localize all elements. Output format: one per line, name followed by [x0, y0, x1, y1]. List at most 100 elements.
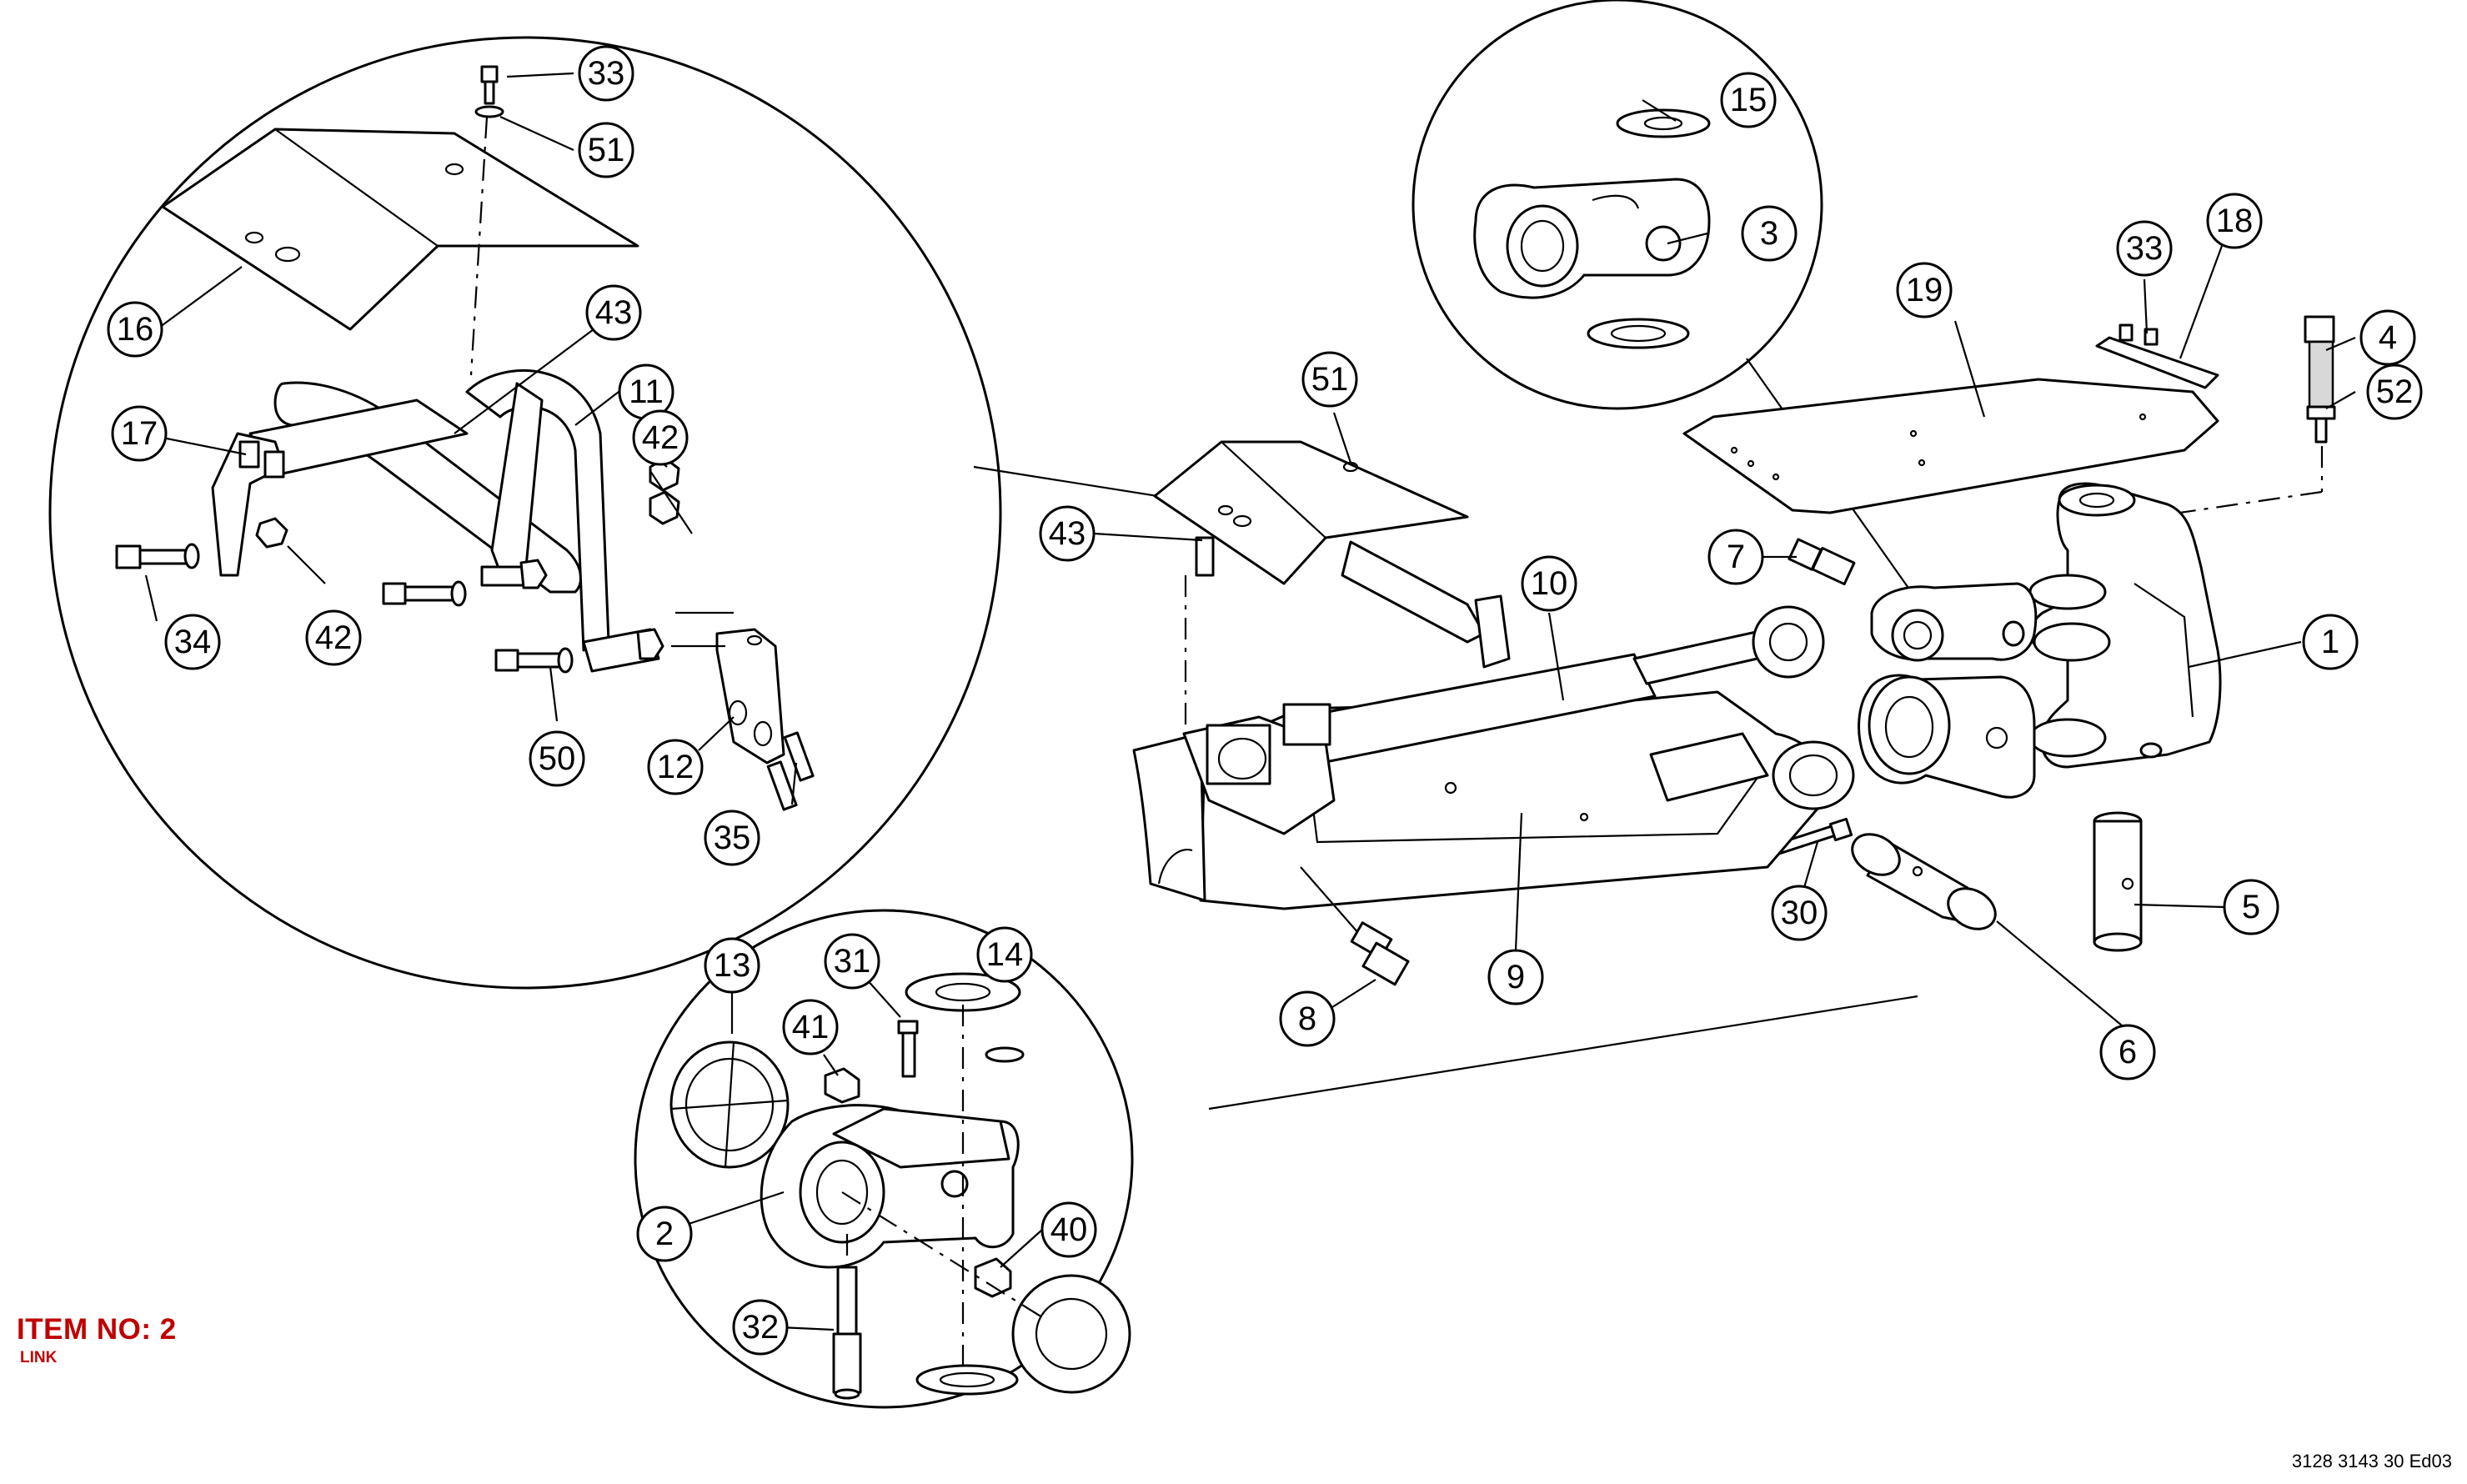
svg-text:34: 34 [174, 624, 212, 660]
svg-text:41: 41 [792, 1009, 830, 1045]
fitting-7 [1788, 538, 1856, 586]
callout-33-guard: 33 [578, 45, 634, 102]
callout-4: 4 [2359, 309, 2416, 366]
callout-31: 31 [824, 933, 880, 990]
washer-bottom-clevis [1587, 318, 1690, 349]
svg-text:6: 6 [2119, 1034, 2137, 1070]
pin-5 [2093, 811, 2143, 952]
detail-connector-link [1208, 995, 1918, 1110]
callout-34: 34 [164, 614, 221, 670]
callout-52: 52 [2366, 363, 2423, 420]
callout-17: 17 [111, 405, 168, 462]
guard-bracket-17 [211, 432, 285, 577]
guard-dash-axis [469, 116, 489, 376]
svg-text:31: 31 [834, 943, 871, 980]
item-number-heading: ITEM NO: 2 [17, 1313, 177, 1346]
callout-14: 14 [976, 926, 1033, 983]
svg-text:33: 33 [588, 55, 625, 92]
svg-text:10: 10 [1531, 565, 1568, 602]
plate-19 [1682, 378, 2219, 514]
washer-bottom-link [1011, 1274, 1131, 1394]
bolt-50 [494, 628, 664, 674]
bolts-35 [766, 731, 815, 811]
svg-text:42: 42 [642, 419, 679, 456]
callout-51-guard: 51 [578, 122, 634, 178]
callout-43-guard: 43 [585, 284, 642, 341]
svg-text:50: 50 [539, 740, 576, 777]
callout-9: 9 [1487, 949, 1544, 1005]
callout-13: 13 [704, 937, 760, 994]
callout-7: 7 [1707, 529, 1764, 585]
callout-8: 8 [1279, 990, 1336, 1047]
svg-text:52: 52 [2376, 374, 2414, 410]
detail-view-link [634, 909, 1134, 1409]
pin-6 [1851, 833, 1997, 930]
nut-42-left [255, 517, 288, 549]
clevis-3-main [1870, 582, 2038, 662]
strip-18 [2095, 323, 2219, 389]
svg-text:43: 43 [1049, 515, 1086, 552]
callout-42-right: 42 [632, 409, 689, 466]
detail-connector-guard [973, 465, 1185, 502]
callout-19: 19 [1896, 262, 1953, 318]
callout-3: 3 [1741, 205, 1798, 262]
item-name-label: LINK [20, 1349, 58, 1366]
callout-35: 35 [704, 810, 760, 866]
svg-text:30: 30 [1781, 895, 1818, 931]
svg-text:2: 2 [655, 1216, 674, 1252]
callout-16: 16 [107, 301, 163, 358]
link-detail-dash-2 [841, 1191, 1043, 1318]
nut-40 [974, 1257, 1012, 1298]
svg-text:9: 9 [1507, 959, 1525, 995]
callout-42-left: 42 [305, 609, 362, 666]
cylinder-10 [1182, 605, 1825, 835]
callout-12: 12 [647, 739, 704, 795]
svg-text:51: 51 [1311, 361, 1349, 398]
ring-13 [669, 1040, 790, 1169]
detail-view-protective-guard [48, 36, 1002, 990]
svg-text:15: 15 [1730, 82, 1768, 118]
leader-lines [141, 72, 2356, 1331]
svg-text:7: 7 [1727, 539, 1745, 575]
svg-text:4: 4 [2379, 319, 2397, 356]
svg-text:1: 1 [2321, 624, 2339, 660]
svg-text:43: 43 [595, 294, 633, 331]
callout-10: 10 [1521, 555, 1577, 612]
svg-text:51: 51 [588, 132, 625, 168]
svg-text:17: 17 [121, 415, 158, 452]
svg-text:35: 35 [714, 820, 751, 856]
bracket-plate-12 [715, 628, 785, 765]
svg-text:18: 18 [2216, 203, 2254, 239]
guard-plate-16 [161, 128, 639, 331]
washer-15 [1616, 108, 1711, 138]
callout-41: 41 [782, 999, 839, 1055]
svg-text:42: 42 [315, 619, 353, 656]
detail-view-clevis [1412, 0, 1823, 410]
svg-text:11: 11 [629, 374, 664, 410]
bracket-1 [2028, 482, 2222, 769]
callout-6: 6 [2099, 1024, 2156, 1080]
callout-33-main: 33 [2116, 220, 2173, 277]
link-2-main [1858, 674, 2036, 799]
fitting-8 [1300, 866, 1410, 986]
callout-30: 30 [1771, 885, 1828, 941]
pin-4 [2304, 315, 2336, 444]
drawing-number: 3128 3143 30 Ed03 [2291, 1451, 2452, 1471]
callout-11: 11 [618, 363, 674, 420]
callout-5: 5 [2223, 879, 2279, 935]
callout-43-main: 43 [1039, 505, 1096, 562]
svg-text:40: 40 [1050, 1211, 1088, 1248]
svg-text:32: 32 [742, 1309, 780, 1346]
screw-31 [897, 1020, 919, 1078]
svg-text:33: 33 [2126, 230, 2164, 267]
callout-50: 50 [529, 730, 585, 787]
svg-text:3: 3 [1760, 215, 1778, 252]
guard-thin-line-1 [649, 470, 693, 534]
pin-32 [832, 1266, 862, 1400]
callout-2: 2 [636, 1206, 693, 1262]
callout-51-main: 51 [1301, 351, 1358, 408]
svg-text:16: 16 [117, 311, 154, 348]
bolt-34 [115, 543, 200, 569]
callout-40: 40 [1040, 1201, 1097, 1258]
